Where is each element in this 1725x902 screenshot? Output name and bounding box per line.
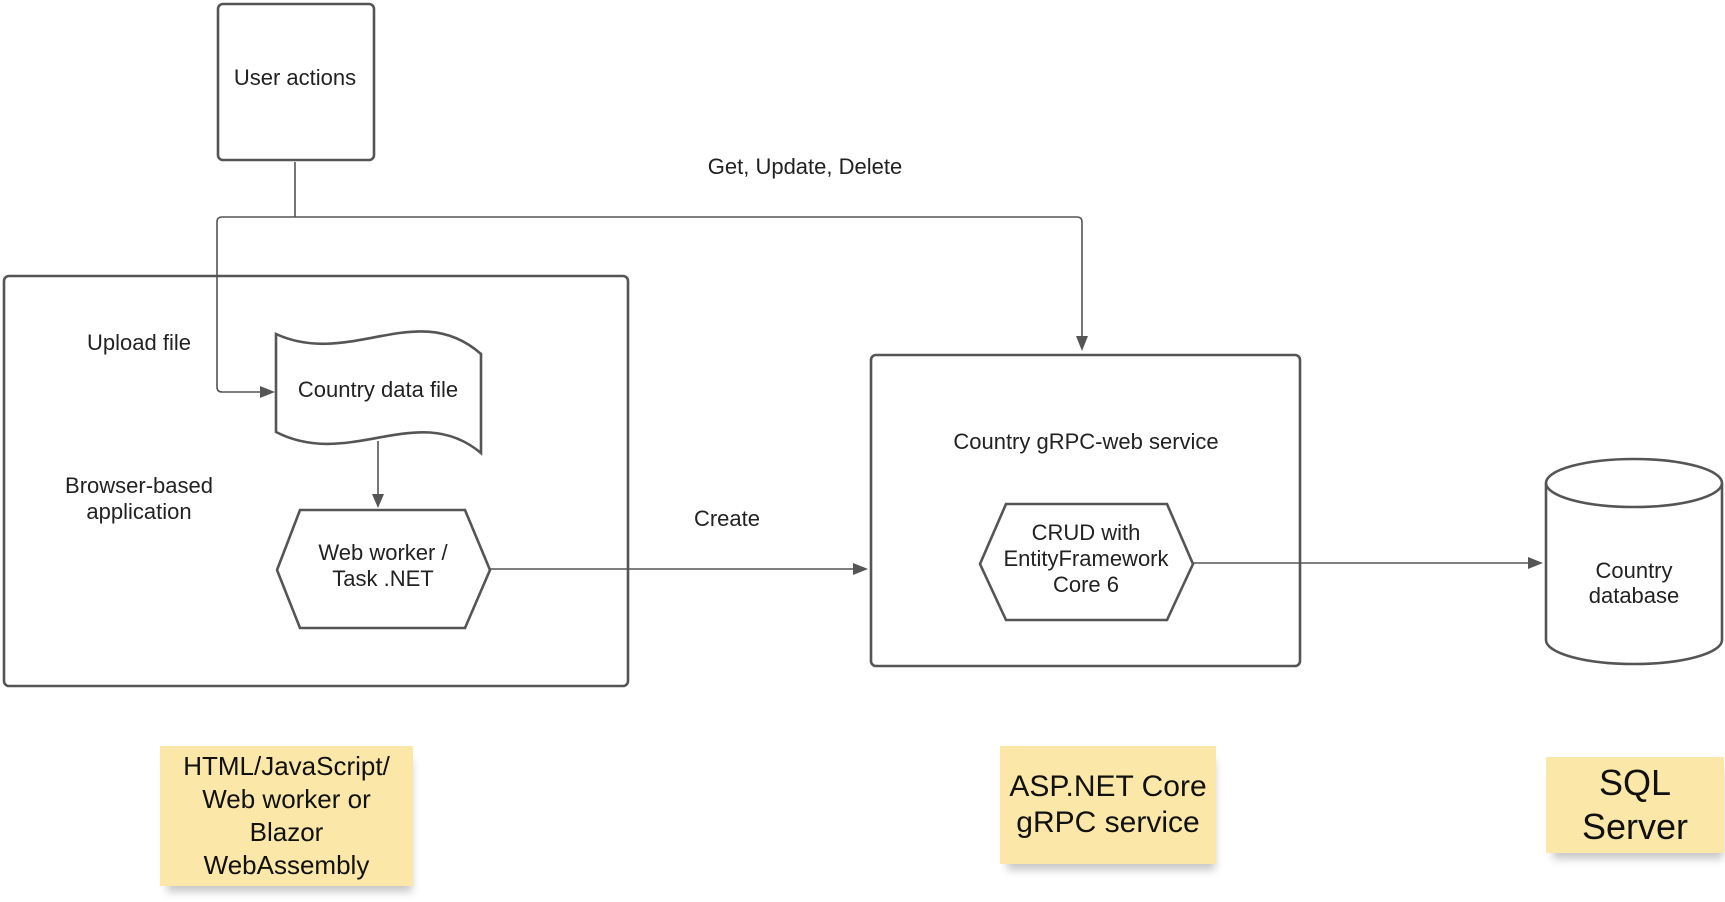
server-tech-sticky-note: ASP.NET Core gRPC service — [1000, 746, 1216, 864]
database-label-line2: database — [1589, 583, 1680, 608]
database-label-line1: Country — [1595, 558, 1672, 583]
web-worker-label-line1: Web worker / — [318, 540, 448, 565]
create-edge-label: Create — [694, 506, 760, 531]
upload-file-edge-label: Upload file — [87, 330, 191, 355]
browser-app-label-line2: application — [86, 499, 191, 524]
get-update-delete-edge-label: Get, Update, Delete — [708, 154, 902, 179]
crud-label-line3: Core 6 — [1053, 572, 1119, 597]
get-update-delete-connector — [295, 216, 1083, 336]
country-data-file-node — [274, 330, 483, 456]
get-update-delete-arrowhead — [1076, 336, 1088, 351]
web-worker-label-line2: Task .NET — [332, 566, 433, 591]
browser-app-label-line1: Browser-based — [65, 473, 213, 498]
crud-label-line1: CRUD with — [1032, 520, 1141, 545]
country-data-file-label: Country data file — [298, 377, 458, 402]
crud-label-line2: EntityFramework — [1003, 546, 1169, 571]
upload-arrowhead — [260, 386, 275, 398]
country-database-node — [1544, 483, 1724, 666]
database-tech-sticky-note: SQL Server — [1546, 757, 1724, 853]
grpc-service-label: Country gRPC-web service — [953, 429, 1218, 454]
client-tech-sticky-note: HTML/JavaScript/ Web worker or Blazor We… — [160, 746, 413, 886]
create-arrowhead — [853, 563, 868, 575]
crud-to-database-arrowhead — [1528, 557, 1543, 569]
upload-file-connector — [216, 216, 295, 393]
crud-node — [978, 502, 1195, 622]
web-worker-node — [275, 508, 492, 630]
user-actions-label: User actions — [234, 65, 356, 90]
file-to-worker-arrowhead — [372, 494, 384, 508]
user-actions-node — [216, 2, 376, 162]
database-top — [1544, 457, 1724, 509]
